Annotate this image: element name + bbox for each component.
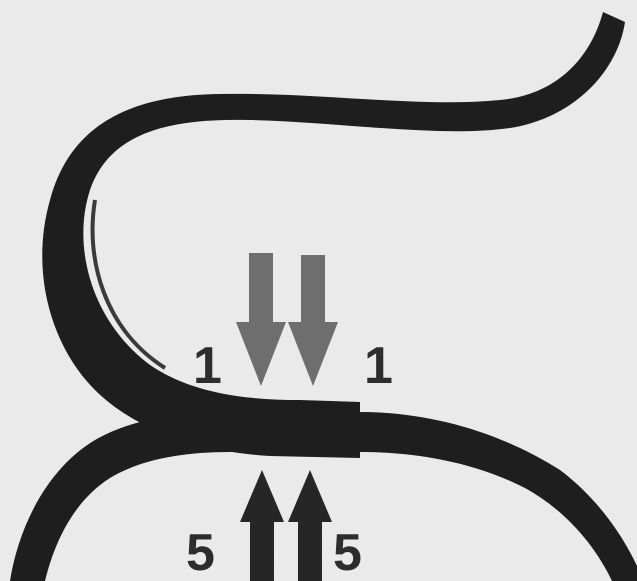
label-bottom-left: 5 [186,524,215,581]
label-bottom-right: 5 [333,524,362,581]
label-top-right: 1 [364,337,393,395]
label-top-left: 1 [193,337,222,395]
